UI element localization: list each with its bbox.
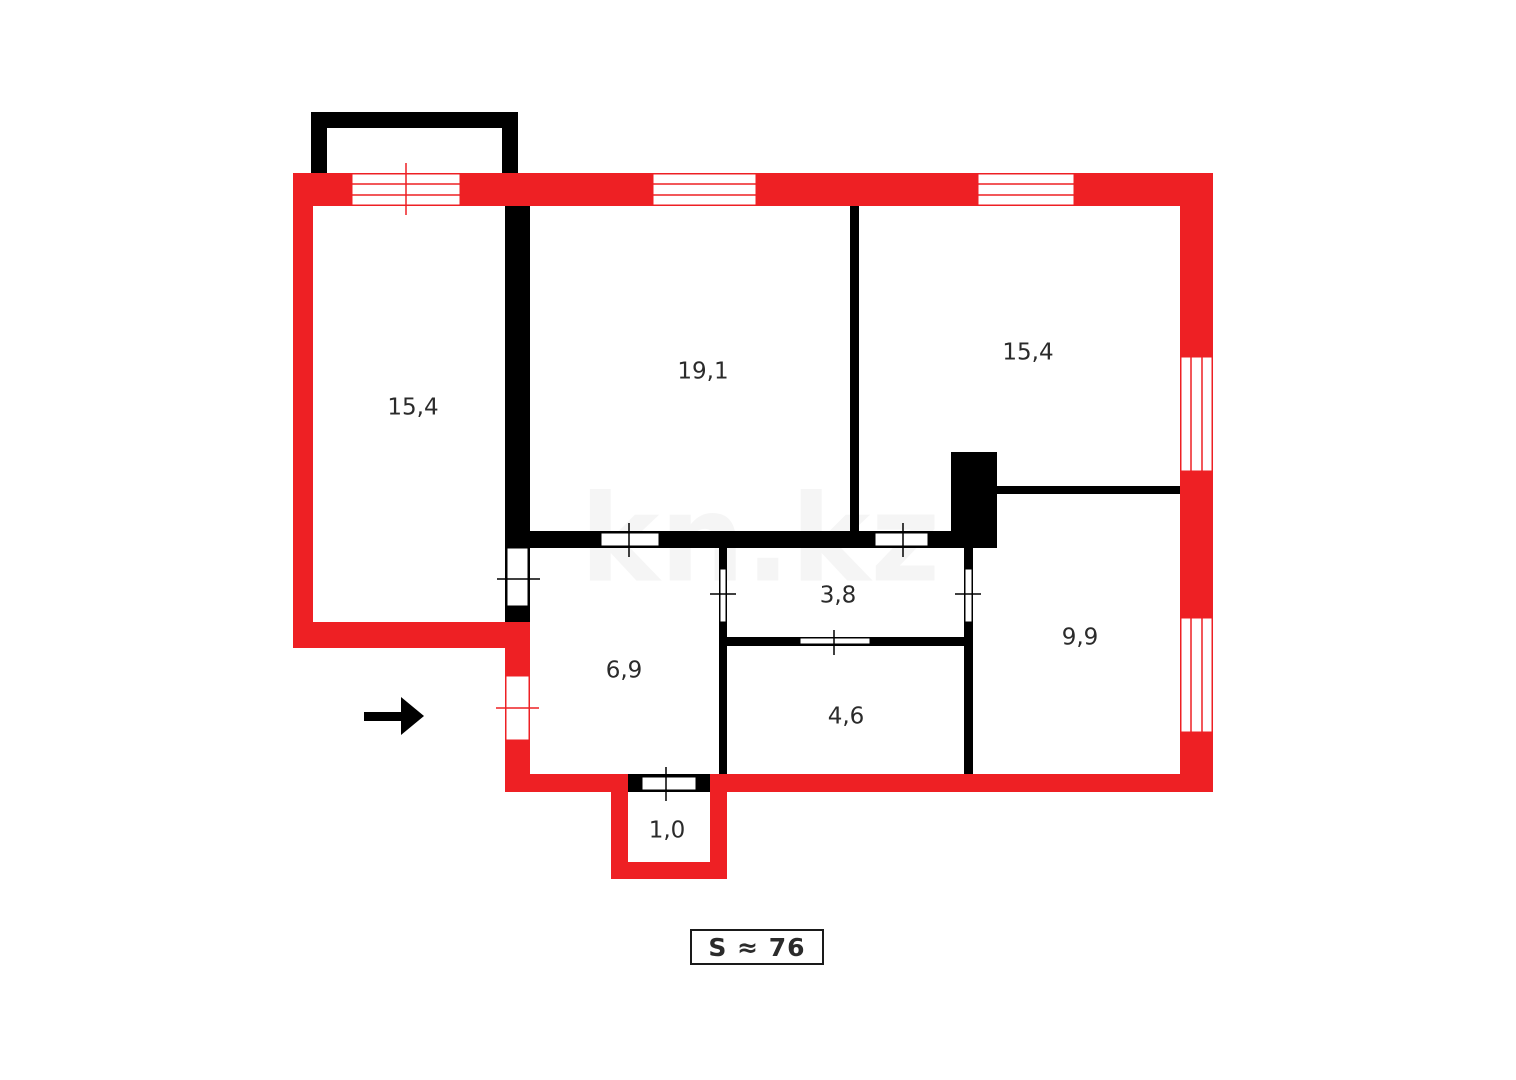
door-bathroom (799, 630, 871, 655)
room-area-closet: 1,0 (649, 818, 686, 844)
window-right-lower (1180, 617, 1213, 733)
room-area-kitchen: 9,9 (1062, 625, 1099, 651)
door-right-room (874, 523, 929, 557)
door-closet (641, 767, 697, 801)
room-area-corridor: 3,8 (820, 583, 857, 609)
window-top-right (977, 173, 1075, 206)
room-area-right-top: 15,4 (1002, 340, 1053, 366)
window-right-upper (1180, 356, 1213, 472)
door-left-room (497, 547, 540, 607)
door-center-room (600, 523, 660, 557)
entrance-arrow-icon (364, 697, 424, 735)
room-area-center-top: 19,1 (677, 359, 728, 385)
room-area-bathroom: 4,6 (828, 704, 865, 730)
door-kitchen (955, 568, 981, 623)
balcony (311, 112, 518, 176)
room-area-hall: 6,9 (606, 658, 643, 684)
total-area-badge: S ≈ 76 (690, 929, 824, 965)
window-top-center (652, 173, 757, 206)
door-corridor-left (710, 568, 736, 623)
window-balcony-door (351, 163, 461, 215)
entrance-door (496, 675, 539, 741)
room-area-left: 15,4 (387, 395, 438, 421)
